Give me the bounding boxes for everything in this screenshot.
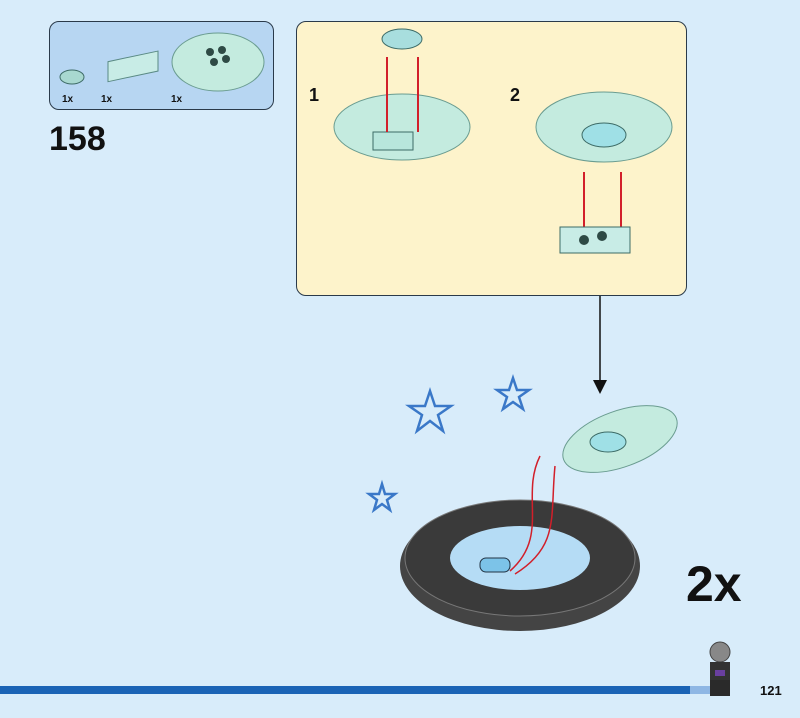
substep-illustration — [333, 28, 673, 254]
star-icon — [404, 387, 456, 435]
star-icon — [365, 479, 399, 514]
multiplier-label: 2x — [686, 556, 742, 612]
main-illustration — [365, 296, 678, 631]
substep-number: 2 — [510, 85, 521, 105]
part-quantity: 1x — [171, 94, 183, 105]
part-quantity: 1x — [101, 94, 113, 105]
part-quantity: 1x — [62, 94, 74, 105]
minifigure-icon — [709, 641, 731, 696]
parts-illustration — [59, 32, 265, 92]
star-icon — [493, 374, 533, 413]
step-number: 158 — [49, 120, 106, 158]
parts-list-box: 1x 1x 1x — [49, 21, 274, 110]
page-bar — [0, 686, 720, 694]
substep-number: 1 — [309, 85, 320, 105]
clip-plate-part — [107, 50, 159, 83]
round-plate-part — [59, 69, 85, 85]
page-number: 121 — [760, 683, 782, 698]
substeps-box: 1 2 — [296, 21, 687, 296]
arrow-down-icon — [593, 380, 607, 394]
